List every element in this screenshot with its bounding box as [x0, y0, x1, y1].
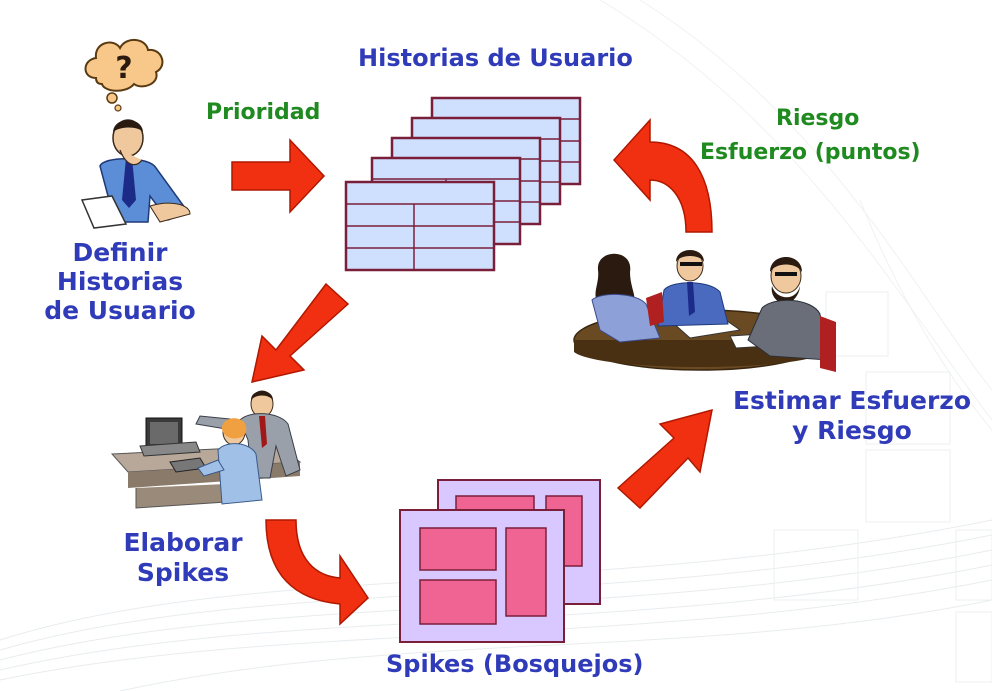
thinking-man-icon	[80, 39, 191, 229]
computer-workers-icon	[110, 390, 302, 509]
label-estimar: Estimar Esfuerzo y Riesgo	[722, 386, 982, 446]
story-card	[344, 180, 496, 272]
label-elaborar-line-1: Elaborar	[123, 528, 243, 557]
curved-arrow-down-right-icon	[265, 519, 369, 626]
label-definir-line-3: de Usuario	[44, 296, 196, 325]
label-spikes-bosquejos: Spikes (Bosquejos)	[386, 650, 644, 678]
arrow-down-left-icon	[251, 282, 350, 383]
label-esfuerzo-puntos: Esfuerzo (puntos)	[700, 140, 921, 165]
team-meeting-icon	[573, 250, 836, 372]
user-story-cards-icon	[344, 96, 582, 272]
label-estimar-line-1: Estimar Esfuerzo	[732, 386, 972, 415]
label-definir-historias: Definir Historias de Usuario	[40, 238, 200, 325]
curved-arrow-icon	[612, 118, 713, 233]
arrow-up-right-icon	[616, 408, 713, 510]
label-historias-de-usuario: Historias de Usuario	[358, 44, 633, 72]
arrow-right-icon	[231, 138, 326, 214]
label-prioridad: Prioridad	[206, 100, 321, 125]
label-elaborar: Elaborar Spikes	[118, 528, 248, 588]
question-mark: ?	[115, 51, 132, 86]
spikes-sketches-icon	[399, 479, 601, 643]
label-elaborar-line-2: Spikes	[136, 558, 230, 587]
label-riesgo: Riesgo	[776, 106, 860, 131]
label-definir-line-2: Historias	[56, 267, 184, 296]
label-definir-line-1: Definir	[72, 238, 168, 267]
label-estimar-line-2: y Riesgo	[792, 416, 912, 445]
